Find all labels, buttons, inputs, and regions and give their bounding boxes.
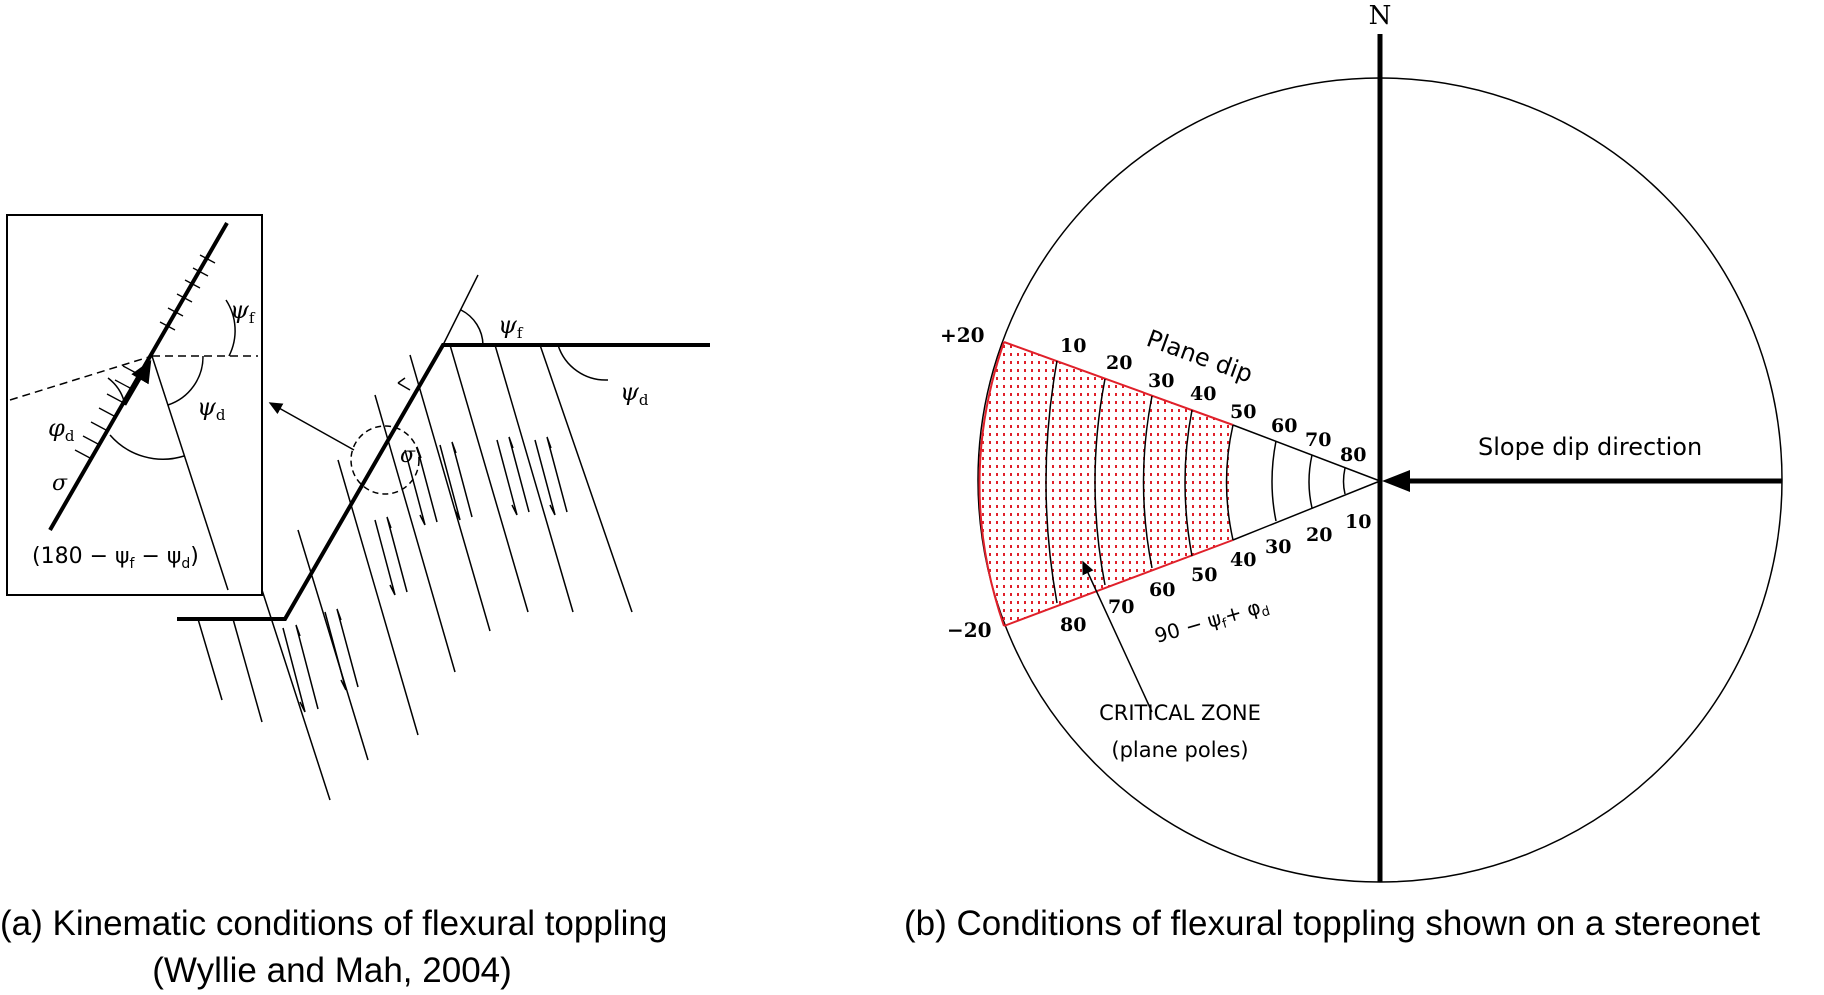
bedding-normal-line (151, 355, 229, 591)
slope-psi-d-label: ψd (620, 378, 649, 409)
dip-arcs (1045, 360, 1346, 604)
svg-text:70: 70 (1305, 429, 1331, 451)
complement-angle-arc (109, 434, 185, 460)
detail-circle (350, 425, 420, 495)
svg-text:20: 20 (1106, 352, 1132, 374)
inset-frame (6, 214, 263, 596)
svg-text:50: 50 (1191, 564, 1217, 586)
joint-hatching (74, 254, 216, 459)
svg-text:70: 70 (1108, 596, 1134, 618)
slip-arrows (282, 436, 568, 713)
critical-zone-sublabel: (plane poles) (1111, 738, 1248, 762)
inset-detail: ψf ψd φd σ (180 − ψf − ψd) (6, 214, 263, 596)
inset-sigma-label: σ (52, 471, 68, 496)
svg-text:60: 60 (1271, 415, 1297, 437)
slope-dip-direction-label: Slope dip direction (1478, 433, 1702, 461)
svg-text:20: 20 (1306, 524, 1332, 546)
north-label: N (1369, 1, 1392, 31)
inset-angle-formula: (180 − ψf − ψd) (32, 544, 199, 572)
psi-f-reference-line (442, 274, 479, 346)
plus20-label: +20 (940, 323, 985, 347)
force-arrow (123, 359, 152, 406)
svg-text:80: 80 (1340, 444, 1366, 466)
bedding-planes (197, 344, 633, 801)
critical-zone-fill (979, 342, 1233, 626)
psi-f-arc (460, 309, 484, 346)
psi-f-angle-arc (225, 299, 236, 357)
svg-text:40: 40 (1230, 549, 1256, 571)
slope-sigma-label: σ (400, 443, 416, 468)
wedge-upper-line (1232, 424, 1381, 482)
lower-dip-ticks: 10 20 30 40 50 60 70 80 (1060, 511, 1371, 636)
critical-zone-outer-arc (978, 341, 1005, 627)
svg-text:80: 80 (1060, 614, 1086, 636)
stereonet: N Slope dip direction +20 −20 Plane dip … (940, 1, 1783, 883)
inset-psi-d-label: ψd (197, 393, 226, 424)
svg-text:30: 30 (1265, 536, 1291, 558)
upper-dip-ticks: 10 20 30 40 50 60 70 80 (1060, 335, 1366, 466)
phi-d-angle-arc (107, 377, 126, 406)
psi-d-angle-arc (167, 355, 204, 406)
wedge-lower-line (1232, 480, 1381, 541)
svg-text:30: 30 (1148, 370, 1174, 392)
lower-edge-formula: 90 − ψf+ φd (1152, 592, 1272, 650)
svg-text:60: 60 (1149, 579, 1175, 601)
inset-pointer-arrow (268, 402, 355, 451)
caption-a-line1: (a) Kinematic conditions of flexural top… (0, 904, 667, 943)
slope-profile (177, 343, 710, 621)
critical-zone-pointer (1082, 560, 1153, 713)
normal-dashed-line (9, 355, 153, 401)
svg-text:10: 10 (1345, 511, 1371, 533)
svg-text:40: 40 (1190, 383, 1216, 405)
svg-text:50: 50 (1230, 401, 1256, 423)
caption-b: (b) Conditions of flexural toppling show… (904, 904, 1760, 943)
critical-zone-label: CRITICAL ZONE (1099, 701, 1261, 725)
inset-psi-f-label: ψf (230, 296, 256, 327)
slope-dip-direction-arrowhead (1382, 470, 1410, 492)
slope-psi-f-label: ψf (498, 311, 524, 342)
caption-a-line2: (Wyllie and Mah, 2004) (152, 951, 512, 990)
svg-text:10: 10 (1060, 335, 1086, 357)
critical-zone-boundary (1003, 341, 1234, 627)
slope-diagram: σ ψf ψd (177, 274, 710, 801)
psi-d-arc (557, 344, 609, 381)
inset-phi-d-label: φd (48, 414, 75, 445)
minus20-label: −20 (947, 618, 992, 642)
